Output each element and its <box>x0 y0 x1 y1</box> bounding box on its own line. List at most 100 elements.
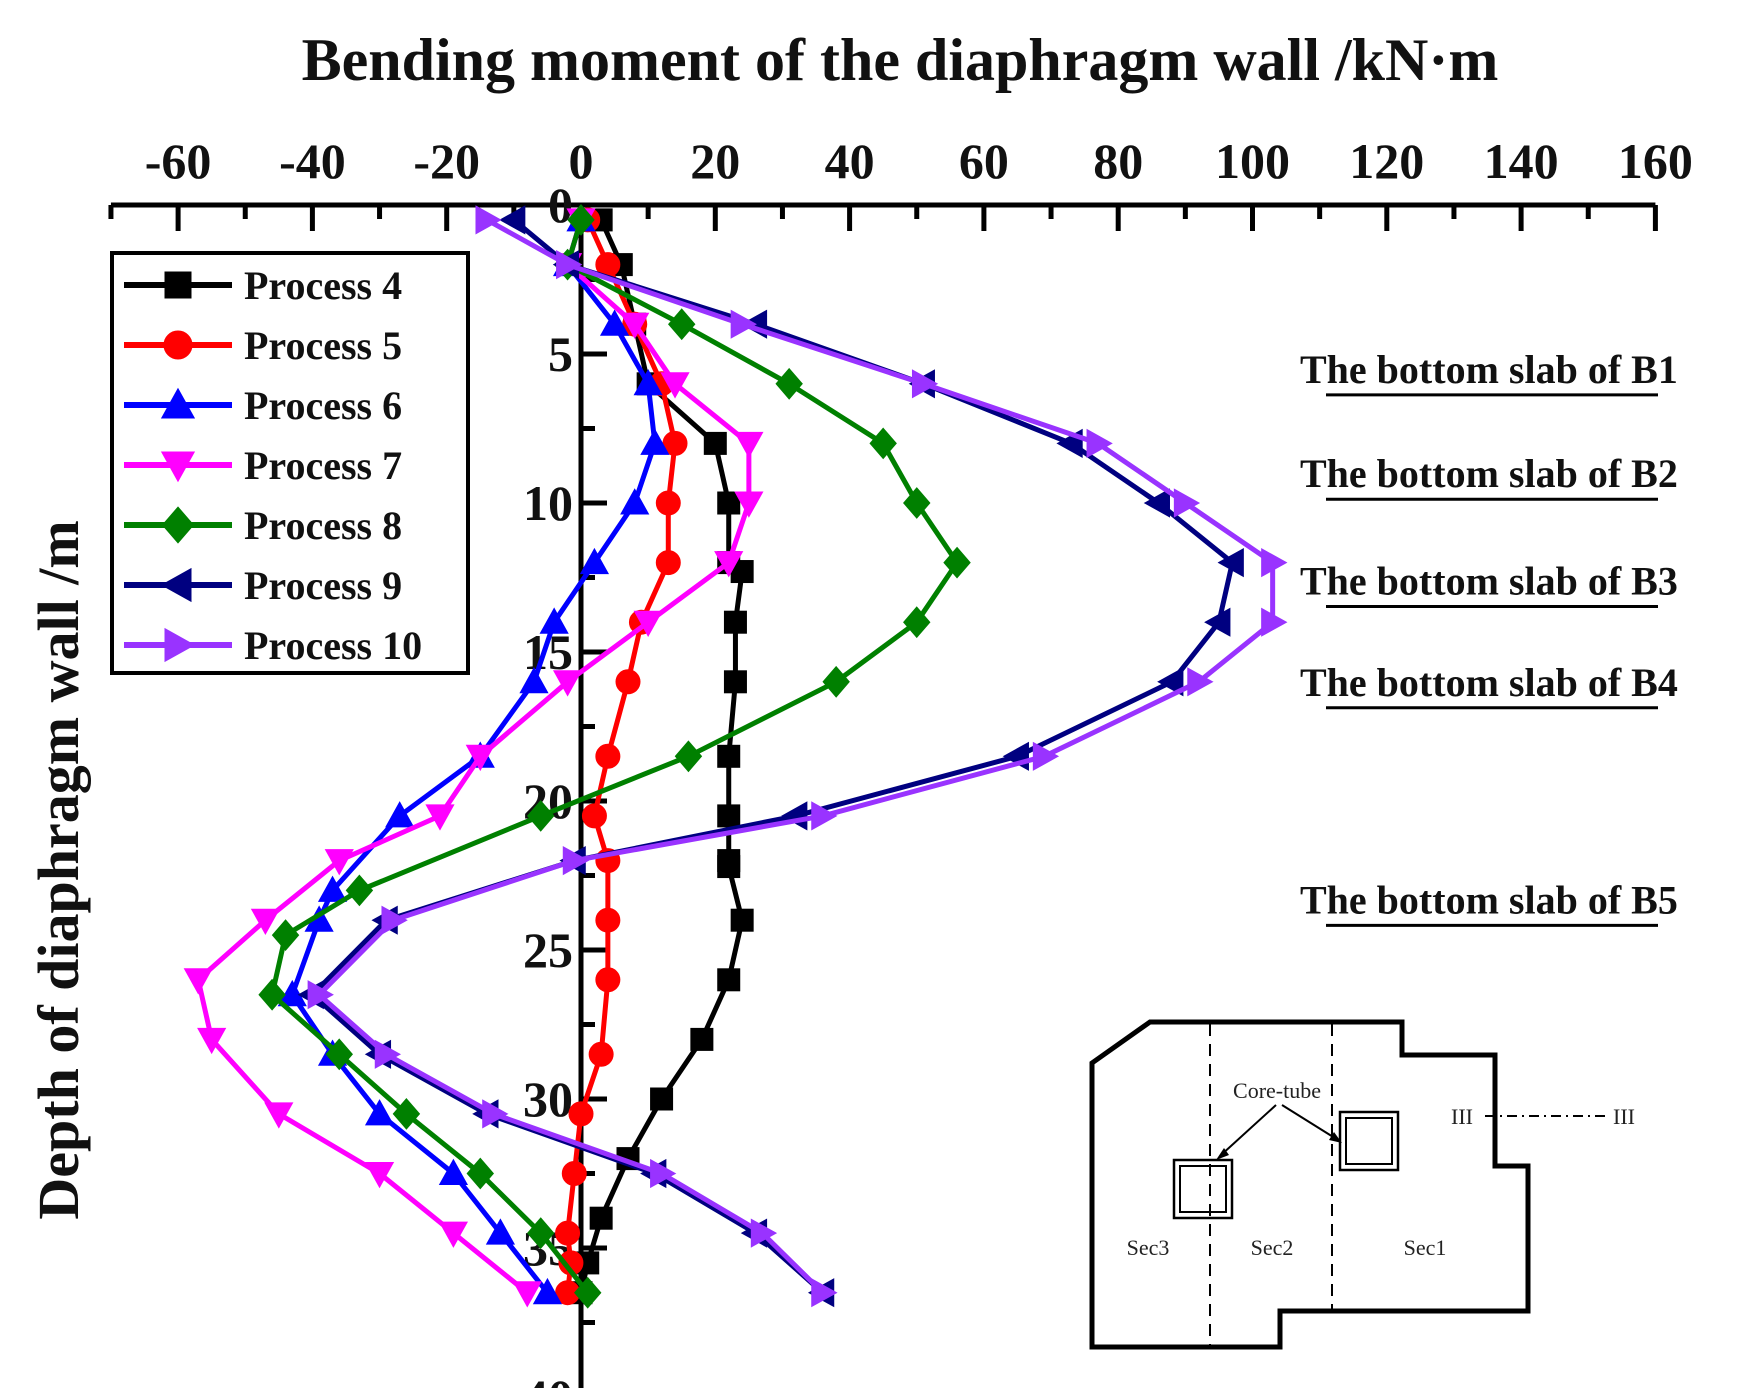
data-point <box>717 804 741 828</box>
data-point <box>324 849 354 876</box>
legend-label: Process 7 <box>244 443 402 488</box>
data-point <box>943 546 971 579</box>
data-point <box>599 309 630 336</box>
data-point <box>197 1027 227 1055</box>
data-point <box>714 551 744 578</box>
legend-label: Process 5 <box>244 323 402 368</box>
sec3-label: Sec3 <box>1127 1235 1170 1260</box>
section-label-left: III <box>1451 1104 1473 1129</box>
data-point <box>650 1158 677 1189</box>
data-point <box>374 1039 402 1069</box>
x-tick-label: -40 <box>279 133 346 189</box>
data-point <box>1086 428 1113 458</box>
data-point <box>620 312 650 339</box>
chart-title: Bending moment of the diaphragm wall /kN… <box>302 27 1499 93</box>
data-point <box>655 550 681 576</box>
inset-outline <box>1089 1019 1531 1350</box>
x-tick-label: 0 <box>569 133 594 189</box>
data-point <box>482 1099 509 1129</box>
legend-swatch-marker <box>160 451 196 483</box>
data-point <box>775 367 803 400</box>
data-point <box>911 369 939 399</box>
series-process-10 <box>307 205 1288 1308</box>
legend-item: Process 7 <box>124 443 402 488</box>
data-point <box>640 428 670 455</box>
y-tick-label: 30 <box>523 1071 573 1127</box>
slab-annotation: The bottom slab of B4 <box>1300 660 1678 705</box>
data-point <box>633 369 663 396</box>
data-point <box>822 665 850 698</box>
core-tube-left-inner <box>1179 1165 1227 1213</box>
data-point <box>317 875 348 902</box>
data-point <box>364 1099 395 1126</box>
legend-item: Process 4 <box>124 263 402 308</box>
data-point <box>264 1102 294 1129</box>
data-point <box>307 980 334 1010</box>
data-point <box>1173 488 1201 518</box>
y-tick-label: 40 <box>523 1369 573 1388</box>
data-point <box>561 1161 587 1186</box>
data-point <box>539 607 569 634</box>
data-point <box>519 667 549 694</box>
data-point <box>717 491 741 515</box>
core-tube-arrow-right <box>1281 1104 1339 1141</box>
data-point <box>475 205 502 235</box>
data-point <box>277 979 307 1007</box>
data-point <box>325 1038 353 1071</box>
x-tick-label: 20 <box>690 133 740 189</box>
y-tick-label: 5 <box>548 326 573 382</box>
data-point <box>552 670 583 697</box>
data-point <box>526 1217 555 1249</box>
legend-item: Process 6 <box>124 383 402 428</box>
data-point <box>668 308 696 341</box>
x-tick-label: 60 <box>959 133 1009 189</box>
data-point <box>615 669 641 695</box>
data-point <box>588 1041 614 1067</box>
data-point <box>1204 607 1231 637</box>
core-tube-right-outer <box>1338 1110 1400 1172</box>
data-point <box>811 801 838 831</box>
data-point <box>425 804 455 831</box>
x-tick-label: 40 <box>825 133 875 189</box>
legend-label: Process 10 <box>244 623 422 668</box>
x-tick-label: 80 <box>1093 133 1143 189</box>
data-point <box>633 610 663 637</box>
y-axis: 5101520253035400 <box>523 177 607 1388</box>
legend-label: Process 4 <box>244 263 402 308</box>
data-point <box>258 978 286 1011</box>
data-point <box>526 800 555 832</box>
slab-annotation: The bottom slab of B2 <box>1300 451 1678 496</box>
legend-item: Process 5 <box>124 323 402 368</box>
data-point <box>650 1087 674 1111</box>
data-point <box>620 488 650 515</box>
core-tube-arrowhead-right <box>1329 1132 1342 1143</box>
data-point <box>811 1278 838 1308</box>
data-point <box>1143 488 1170 518</box>
data-point <box>385 801 415 828</box>
data-point <box>364 1162 395 1189</box>
slab-annotation: The bottom slab of B1 <box>1300 347 1678 392</box>
data-point <box>1032 741 1060 771</box>
data-point <box>438 1221 469 1248</box>
data-point <box>381 905 408 935</box>
series-line <box>578 218 745 1294</box>
data-point <box>485 1218 516 1245</box>
data-point <box>781 801 808 831</box>
data-point <box>660 372 690 399</box>
data-point <box>465 744 495 772</box>
legend-label: Process 6 <box>244 383 402 428</box>
x-tick-label: -60 <box>145 133 212 189</box>
data-point <box>392 1098 421 1130</box>
data-point <box>568 1101 594 1127</box>
sec1-label: Sec1 <box>1404 1235 1447 1260</box>
data-point <box>438 1158 469 1185</box>
legend-label: Process 9 <box>244 563 402 608</box>
data-point <box>595 967 621 993</box>
sec2-label: Sec2 <box>1251 1235 1294 1260</box>
y-tick-label: 25 <box>523 922 573 978</box>
x-tick-label: -20 <box>413 133 480 189</box>
data-point <box>512 1281 542 1308</box>
data-point <box>703 431 727 455</box>
